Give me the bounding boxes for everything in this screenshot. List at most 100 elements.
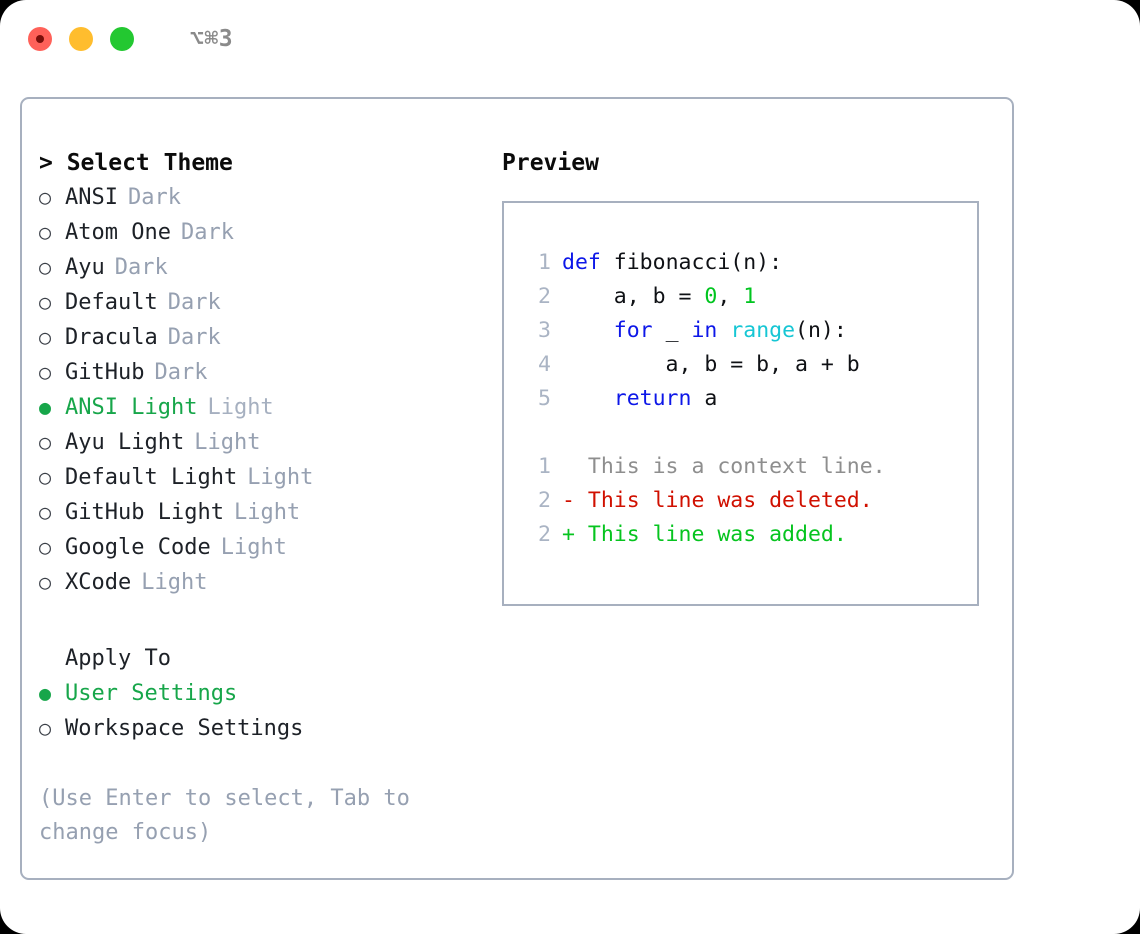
theme-option[interactable]: ○ Google Code Light — [39, 530, 489, 565]
code-token — [717, 318, 730, 343]
radio-unselected-icon: ○ — [39, 465, 52, 489]
theme-option-label: Default — [65, 290, 158, 315]
minimize-button[interactable] — [69, 27, 93, 51]
theme-option-variant: Light — [141, 570, 208, 595]
theme-option-label: GitHub Light — [65, 500, 224, 525]
keyboard-hint-text: (Use Enter to select, Tab to change focu… — [39, 786, 424, 845]
theme-option[interactable]: ○ GitHub Light Light — [39, 495, 489, 530]
code-line: 4 a, b = b, a + b — [523, 348, 969, 382]
diff-line: 2 - This line was deleted. — [523, 484, 969, 518]
theme-option-label: Ayu — [65, 255, 105, 280]
code-token: a, b = b, a + b — [562, 352, 860, 377]
code-token: a, b = — [562, 284, 705, 309]
theme-option-variant: Light — [220, 535, 287, 560]
code-token — [562, 318, 614, 343]
radio-unselected-icon: ○ — [39, 430, 52, 454]
apply-to-heading: Apply To — [65, 646, 171, 671]
diff-line-content: - This line was deleted. — [562, 488, 873, 513]
code-line-content: return a — [562, 382, 718, 416]
code-token: (n): — [795, 318, 847, 343]
radio-selected-icon: ● — [39, 395, 52, 419]
apply-to-option[interactable]: ● User Settings — [39, 676, 489, 711]
keyboard-shortcut-label: ⌥⌘3 — [190, 25, 234, 52]
close-button[interactable] — [28, 27, 52, 51]
line-number: 5 — [538, 386, 551, 411]
apply-to-section: Apply To ● User Settings ○Workspace Settin… — [39, 642, 489, 746]
theme-option[interactable]: ○ Default Light Light — [39, 460, 489, 495]
line-number: 4 — [538, 352, 551, 377]
code-spacer — [523, 416, 969, 450]
theme-option-label: Google Code — [65, 535, 211, 560]
diff-line: 2 + This line was added. — [523, 518, 969, 552]
code-token: a — [691, 386, 718, 411]
theme-option-variant: Dark — [167, 325, 221, 350]
radio-unselected-icon: ○ — [39, 220, 52, 244]
window-titlebar: ⌥⌘3 — [0, 0, 1140, 78]
theme-option-variant: Dark — [180, 220, 234, 245]
code-line-content: a, b = b, a + b — [562, 348, 860, 382]
line-number: 1 — [538, 454, 551, 479]
radio-unselected-icon: ○ — [39, 500, 52, 524]
radio-unselected-icon: ○ — [39, 325, 52, 349]
theme-option-variant: Light — [247, 465, 314, 490]
theme-option-variant: Dark — [154, 360, 208, 385]
code-token — [562, 386, 614, 411]
theme-option-variant: Dark — [127, 185, 181, 210]
theme-option-label: Default Light — [65, 465, 238, 490]
line-number: 2 — [538, 488, 551, 513]
radio-unselected-icon: ○ — [39, 570, 52, 594]
code-line-content: for _ in range(n): — [562, 314, 847, 348]
theme-option-variant: Light — [233, 500, 301, 525]
radio-unselected-icon: ○ — [39, 535, 52, 559]
theme-option[interactable]: ○ Atom One Dark — [39, 215, 489, 250]
select-theme-title: > Select Theme — [39, 150, 233, 176]
code-token: return — [613, 386, 692, 411]
code-line-content: def fibonacci(n): — [562, 246, 782, 280]
maximize-button[interactable] — [110, 27, 134, 51]
theme-option[interactable]: ● ANSI Light Light — [39, 390, 489, 425]
code-line-content: a, b = 0, 1 — [562, 280, 756, 314]
line-number: 3 — [538, 318, 551, 343]
theme-option-label: Atom One — [65, 220, 171, 245]
code-token: in — [691, 318, 718, 343]
radio-unselected-icon: ○ — [39, 290, 52, 314]
radio-selected-icon: ● — [39, 681, 52, 705]
diff-line-content: + This line was added. — [562, 522, 847, 547]
code-token: _ — [652, 318, 692, 343]
code-token: fibonacci(n): — [600, 250, 783, 275]
code-line: 3 for _ in range(n): — [523, 314, 969, 348]
diff-line-content: This is a context line. — [562, 454, 886, 479]
theme-option-label: ANSI Light — [65, 395, 198, 420]
diff-line: 1 This is a context line. — [523, 450, 969, 484]
code-line: 5 return a — [523, 382, 969, 416]
code-token: for — [613, 318, 653, 343]
apply-to-option[interactable]: ○Workspace Settings — [39, 711, 489, 746]
theme-option-label: Ayu Light — [65, 430, 185, 455]
line-number: 2 — [538, 284, 551, 309]
preview-title: Preview — [502, 150, 599, 176]
apply-to-list[interactable]: ● User Settings ○Workspace Settings — [39, 676, 489, 746]
apply-to-option-label: User Settings — [65, 681, 238, 706]
radio-unselected-icon: ○ — [39, 255, 52, 279]
radio-unselected-icon: ○ — [39, 716, 52, 740]
line-number: 2 — [538, 522, 551, 547]
code-token: 1 — [743, 284, 757, 309]
radio-unselected-icon: ○ — [39, 360, 52, 384]
theme-option-variant: Light — [207, 395, 274, 420]
radio-unselected-icon: ○ — [39, 185, 52, 209]
